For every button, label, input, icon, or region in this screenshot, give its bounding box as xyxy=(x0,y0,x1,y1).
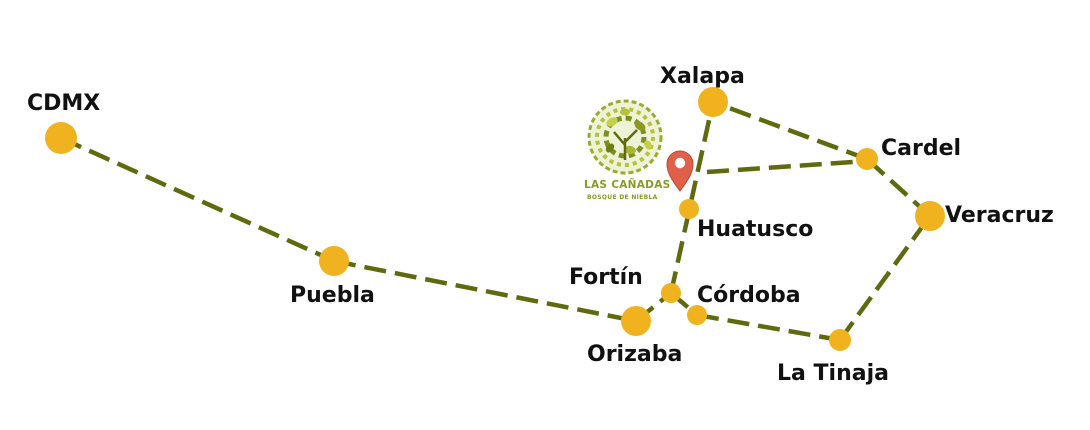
city-label-huatusco: Huatusco xyxy=(697,217,813,242)
city-dot-xalapa[interactable] xyxy=(698,87,728,117)
city-label-veracruz: Veracruz xyxy=(945,203,1054,228)
city-dot-la-tinaja[interactable] xyxy=(829,329,851,351)
route-cdmx-puebla xyxy=(60,135,335,264)
city-label-fortin: Fortín xyxy=(569,265,643,290)
city-dot-huatusco[interactable] xyxy=(679,199,699,219)
route-puebla-orizaba xyxy=(333,258,637,324)
city-dot-cardel[interactable] xyxy=(856,148,878,170)
city-dot-veracruz[interactable] xyxy=(915,201,945,231)
logo-subtitle: BOSQUE DE NIEBLA xyxy=(587,194,658,201)
city-dot-fortin[interactable] xyxy=(661,283,681,303)
city-label-orizaba: Orizaba xyxy=(587,342,682,367)
route-cardel-xalapa xyxy=(712,99,868,162)
city-label-xalapa: Xalapa xyxy=(660,64,745,89)
city-dot-orizaba[interactable] xyxy=(621,306,651,336)
map-pin-icon[interactable] xyxy=(666,150,694,192)
city-dot-cordoba[interactable] xyxy=(687,305,707,325)
route-lines xyxy=(60,99,932,343)
city-label-la-tinaja: La Tinaja xyxy=(777,361,889,386)
city-markers xyxy=(45,87,945,351)
city-label-cdmx: CDMX xyxy=(27,91,100,116)
las-canadas-logo: LAS CAÑADAS BOSQUE DE NIEBLA xyxy=(584,99,671,201)
route-fortin-xalapa xyxy=(668,101,716,294)
tree-emblem-icon xyxy=(587,99,663,175)
city-label-cardel: Cardel xyxy=(881,136,961,161)
city-labels: CDMX Puebla Orizaba Fortín Córdoba La Ti… xyxy=(27,64,1054,386)
city-label-cordoba: Córdoba xyxy=(697,283,801,308)
city-dot-puebla[interactable] xyxy=(319,246,349,276)
route-la-tinaja-veracruz xyxy=(838,214,932,342)
city-label-puebla: Puebla xyxy=(290,283,375,308)
route-huatusco-cardel xyxy=(706,158,868,175)
route-cordoba-la-tinaja xyxy=(696,312,841,343)
logo-title: LAS CAÑADAS xyxy=(584,178,671,191)
city-dot-cdmx[interactable] xyxy=(45,122,77,154)
